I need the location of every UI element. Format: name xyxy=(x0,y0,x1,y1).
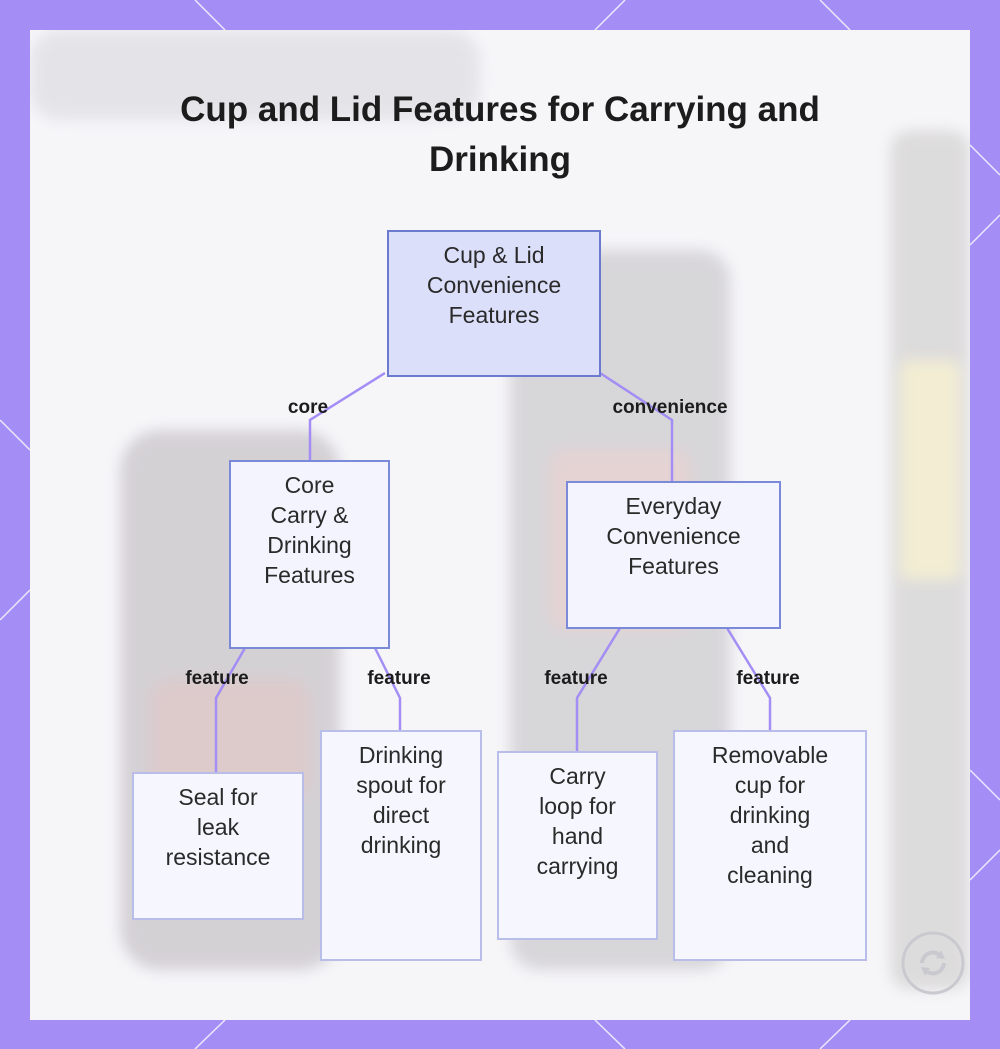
edge-label-convenience: convenience xyxy=(612,397,728,418)
edge-label-spout: feature xyxy=(367,668,431,689)
edge-core-spout xyxy=(373,647,402,731)
carry-loop-node-label: Carry loop for hand carrying xyxy=(536,763,619,879)
diagram-title: Cup and Lid Features for Carrying and Dr… xyxy=(180,90,820,179)
refresh-logo-icon xyxy=(901,931,965,995)
spout-node-label: Drinking spout for direct drinking xyxy=(356,742,446,858)
convenience-node-label: Everyday Convenience Features xyxy=(606,493,741,579)
spout-node: Drinking spout for direct drinking xyxy=(320,730,482,961)
convenience-node: Everyday Convenience Features xyxy=(566,481,781,629)
core-node: Core Carry & Drinking Features xyxy=(229,460,390,649)
seal-node-label: Seal for leak resistance xyxy=(165,784,271,870)
edge-label-cup: feature xyxy=(736,668,800,689)
edge-conv-cup xyxy=(725,627,772,731)
edge-label-loop: feature xyxy=(544,668,608,689)
diagram-panel: Cup and Lid Features for Carrying and Dr… xyxy=(30,30,970,1020)
edge-root-convenience xyxy=(599,371,674,482)
seal-node: Seal for leak resistance xyxy=(132,772,304,920)
edge-root-core xyxy=(308,371,386,462)
edges-layer xyxy=(214,371,772,773)
root-node: Cup & Lid Convenience Features xyxy=(387,230,601,377)
edge-label-core: core xyxy=(287,397,329,418)
edge-label-seal: feature xyxy=(185,668,249,689)
removable-cup-node-label: Removable cup for drinking and cleaning xyxy=(711,742,829,888)
carry-loop-node: Carry loop for hand carrying xyxy=(497,751,658,940)
root-node-label: Cup & Lid Convenience Features xyxy=(426,242,562,328)
edge-conv-loop xyxy=(575,627,622,752)
removable-cup-node: Removable cup for drinking and cleaning xyxy=(673,730,867,961)
core-node-label: Core Carry & Drinking Features xyxy=(264,472,355,588)
edge-core-seal xyxy=(214,647,247,773)
